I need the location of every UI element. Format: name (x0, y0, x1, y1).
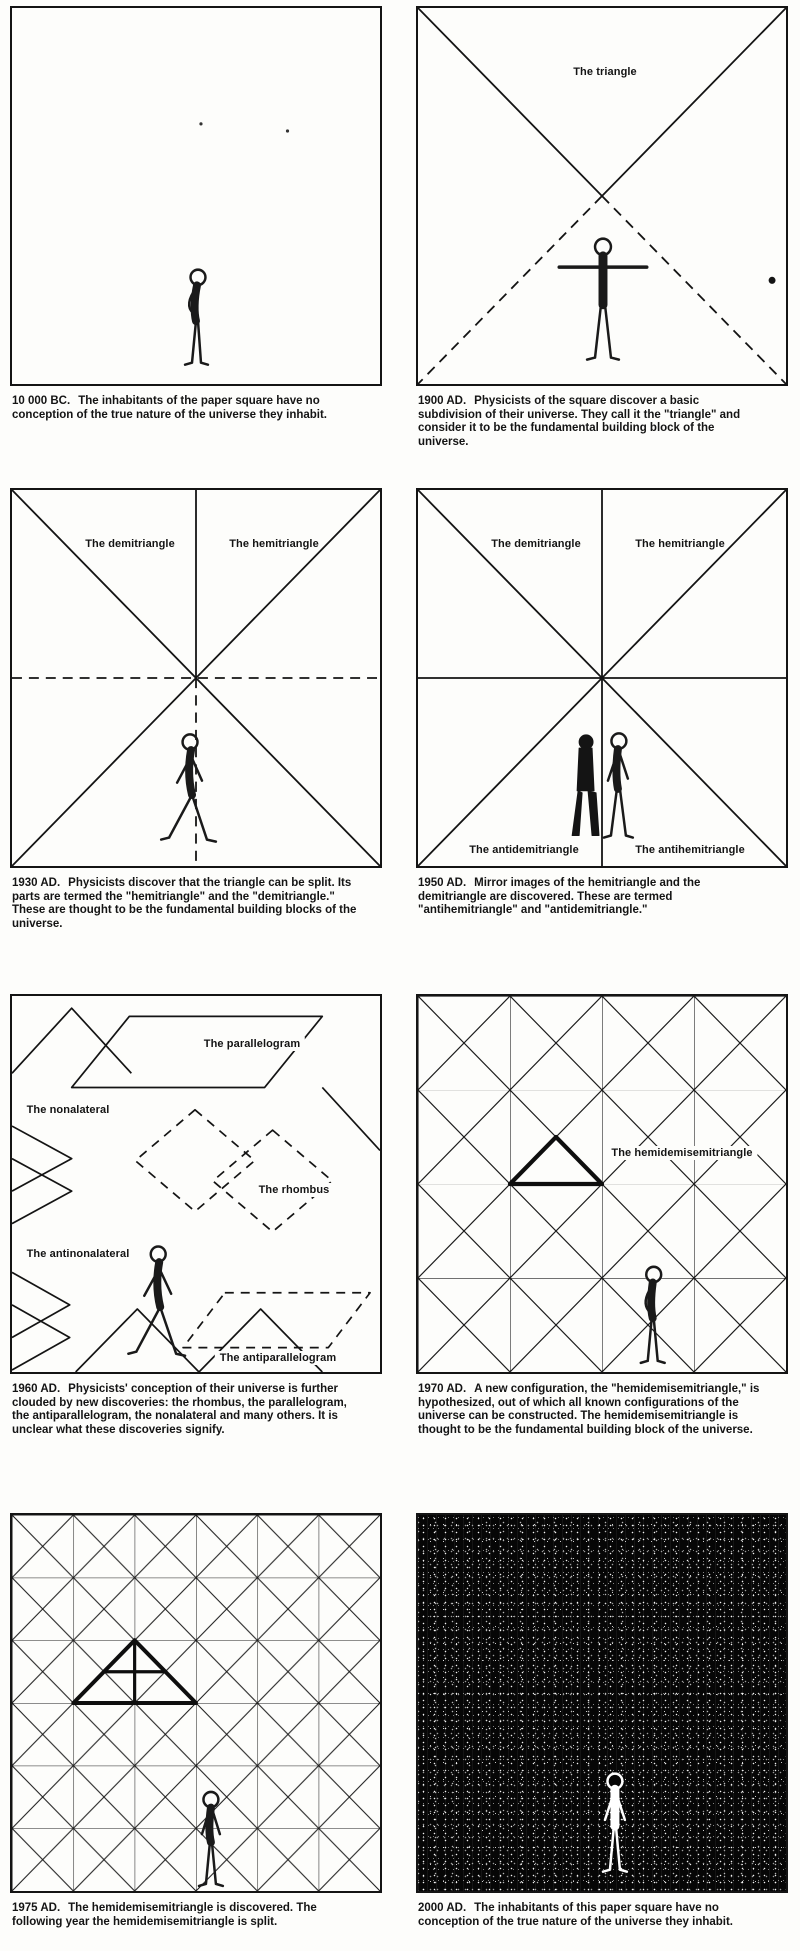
label-the-hemitriangle: The hemitriangle (635, 538, 725, 550)
new-configurations-diagram (12, 1007, 380, 1372)
panel-2000ad: 2000 AD.The inhabitants of this paper sq… (416, 1513, 788, 1929)
bold-split-triangle (71, 1638, 198, 1706)
person-standing-figure (602, 732, 635, 839)
caption-text: The inhabitants of the paper square have… (12, 395, 328, 421)
person-standing-figure (601, 1772, 629, 1873)
caption-date: 10 000 BC. (12, 395, 71, 407)
nonalateral-chevron (12, 1157, 73, 1225)
person-arms-out-figure (557, 237, 649, 361)
panel-2000ad-art (416, 1513, 788, 1893)
dashed-shapes (134, 1108, 371, 1349)
panel-1930ad: The demitriangle The hemitriangle 1930 A… (10, 488, 382, 932)
label-the-antihemitriangle: The antihemitriangle (635, 844, 745, 856)
panel-1960ad-art: The parallelogram The nonalateral The rh… (10, 994, 382, 1374)
bold-hemidemisemitriangle (507, 1134, 605, 1187)
person-silhouette-figure (571, 734, 600, 837)
caption-date: 1950 AD. (418, 877, 467, 889)
bottom-zigzag (75, 1308, 323, 1372)
rhombus-shape (134, 1108, 256, 1213)
caption-date: 1900 AD. (418, 395, 467, 407)
caption-2000ad: 2000 AD.The inhabitants of this paper sq… (418, 1902, 766, 1929)
solid-shapes (12, 1007, 380, 1372)
nonalateral-chevron (12, 1125, 73, 1192)
panel-1930ad-art: The demitriangle The hemitriangle (10, 488, 382, 868)
person-standing-figure (183, 268, 210, 366)
label-the-rhombus: The rhombus (253, 1183, 335, 1197)
label-the-antinonalateral: The antinonalateral (21, 1247, 135, 1261)
caption-date: 1970 AD. (418, 1383, 467, 1395)
split-triangle-diagram (12, 490, 380, 866)
panel-1975ad: 1975 AD.The hemidemisemitriangle is disc… (10, 1513, 382, 1929)
panel-10000bc-art (10, 6, 382, 386)
caption-text: A new configuration, the "hemidemisemitr… (418, 1383, 760, 1437)
mirror-triangles-diagram (418, 490, 786, 866)
ink-speck (768, 276, 776, 284)
triangle-diagram (418, 8, 786, 384)
panel-1900ad: The triangle 1900 AD.Physicists of the s… (416, 6, 788, 450)
caption-date: 1930 AD. (12, 877, 61, 889)
caption-text: Physicists' conception of their universe… (12, 1383, 347, 1437)
antiparallelogram-shape (182, 1291, 371, 1349)
panel-1960ad: The parallelogram The nonalateral The rh… (10, 994, 382, 1438)
caption-1930ad: 1930 AD.Physicists discover that the tri… (12, 877, 360, 932)
label-the-antidemitriangle: The antidemitriangle (469, 844, 579, 856)
caption-text: The hemidemisemitriangle is discovered. … (12, 1902, 317, 1928)
panel-10000bc: 10 000 BC.The inhabitants of the paper s… (10, 6, 382, 422)
caption-1975ad: 1975 AD.The hemidemisemitriangle is disc… (12, 1902, 360, 1929)
panel-1900ad-art: The triangle (416, 6, 788, 386)
label-the-hemitriangle: The hemitriangle (229, 538, 319, 550)
caption-10000bc: 10 000 BC.The inhabitants of the paper s… (12, 395, 360, 422)
caption-text: Physicists discover that the triangle ca… (12, 877, 357, 931)
caption-text: Physicists of the square discover a basi… (418, 395, 741, 449)
label-the-demitriangle: The demitriangle (491, 538, 581, 550)
caption-1950ad: 1950 AD.Mirror images of the hemitriangl… (418, 877, 766, 918)
label-the-antiparallelogram: The antiparallelogram (214, 1351, 342, 1365)
zigzag-peak (12, 1007, 132, 1074)
noise-universe-diagram (601, 1772, 629, 1873)
caption-date: 1975 AD. (12, 1902, 61, 1914)
caption-1970ad: 1970 AD.A new configuration, the "hemide… (418, 1383, 766, 1438)
label-the-parallelogram: The parallelogram (198, 1037, 306, 1051)
person-standing-figure (639, 1265, 666, 1365)
label-the-triangle: The triangle (573, 66, 637, 78)
rhombus-shape (212, 1129, 334, 1233)
solid-diagonals (418, 8, 786, 197)
panel-1970ad-art: The hemidemisemitriangle (416, 994, 788, 1374)
dashed-diagonals (418, 195, 786, 384)
label-the-demitriangle: The demitriangle (85, 538, 175, 550)
caption-1960ad: 1960 AD.Physicists' conception of their … (12, 1383, 360, 1438)
eight-fold-division-lines (418, 490, 786, 866)
caption-text: The inhabitants of this paper square hav… (418, 1902, 734, 1928)
diagonal-line (321, 1086, 380, 1152)
dense-lattice-diagram (12, 1515, 380, 1891)
panel-1975ad-art (10, 1513, 382, 1893)
antinonalateral-chevron (12, 1304, 71, 1371)
label-the-hemidemisemitriangle: The hemidemisemitriangle (606, 1146, 758, 1160)
label-the-nonalateral: The nonalateral (21, 1103, 115, 1117)
caption-text: Mirror images of the hemitriangle and th… (418, 877, 701, 917)
ink-speck (199, 122, 203, 126)
person-standing-figure (197, 1790, 225, 1888)
empty-square-diagram (183, 122, 290, 366)
person-walking-figure (127, 1245, 187, 1358)
caption-date: 1960 AD. (12, 1383, 61, 1395)
ink-speck (285, 129, 290, 133)
panel-1950ad: The demitriangle The hemitriangle The an… (416, 488, 788, 918)
parallelogram-shape (70, 1015, 324, 1089)
panel-1970ad: The hemidemisemitriangle 1970 AD.A new c… (416, 994, 788, 1438)
antinonalateral-chevron (12, 1271, 71, 1339)
panel-1950ad-art: The demitriangle The hemitriangle The an… (416, 488, 788, 868)
person-walking-figure (159, 733, 218, 843)
caption-date: 2000 AD. (418, 1902, 467, 1914)
triangle-lattice-diagram (418, 996, 786, 1372)
caption-1900ad: 1900 AD.Physicists of the square discove… (418, 395, 766, 450)
